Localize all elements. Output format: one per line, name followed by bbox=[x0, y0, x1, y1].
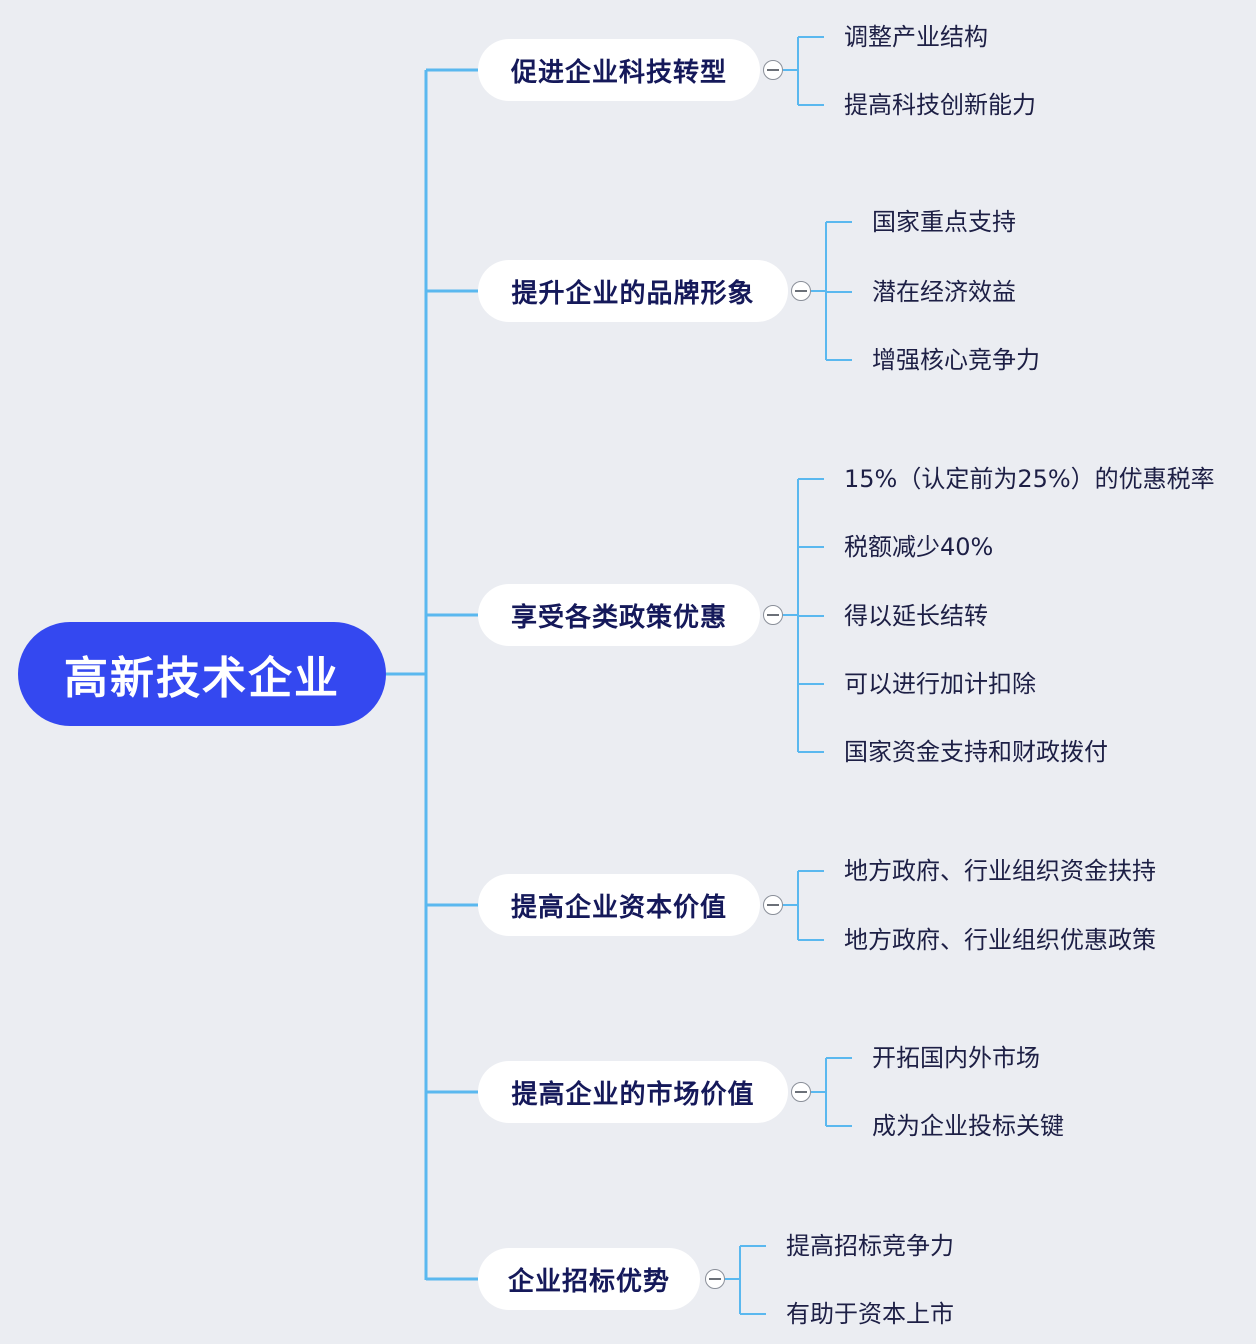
collapse-minus-icon[interactable] bbox=[763, 605, 783, 625]
root-node[interactable]: 高新技术企业 bbox=[18, 622, 386, 726]
branch-node-policy-benefits[interactable]: 享受各类政策优惠 bbox=[478, 584, 760, 646]
trunk-line bbox=[386, 70, 428, 1280]
leaf-node[interactable]: 地方政府、行业组织优惠政策 bbox=[844, 926, 1156, 954]
collapse-minus-icon[interactable] bbox=[705, 1269, 725, 1289]
leaf-node[interactable]: 15%（认定前为25%）的优惠税率 bbox=[844, 465, 1215, 493]
leaf-node[interactable]: 开拓国内外市场 bbox=[872, 1044, 1040, 1072]
leaf-node[interactable]: 成为企业投标关键 bbox=[872, 1112, 1064, 1140]
branch-node-market-value[interactable]: 提高企业的市场价值 bbox=[478, 1061, 788, 1123]
branch-node-capital-value[interactable]: 提高企业资本价值 bbox=[478, 874, 760, 936]
leaf-node[interactable]: 提高招标竞争力 bbox=[786, 1232, 954, 1260]
leaf-node[interactable]: 地方政府、行业组织资金扶持 bbox=[844, 857, 1156, 885]
leaf-node[interactable]: 可以进行加计扣除 bbox=[844, 670, 1036, 698]
leaf-node[interactable]: 增强核心竞争力 bbox=[872, 346, 1040, 374]
branch-node-brand-image[interactable]: 提升企业的品牌形象 bbox=[478, 260, 788, 322]
collapse-minus-icon[interactable] bbox=[763, 895, 783, 915]
leaf-node[interactable]: 潜在经济效益 bbox=[872, 278, 1016, 306]
collapse-minus-icon[interactable] bbox=[763, 60, 783, 80]
leaf-node[interactable]: 得以延长结转 bbox=[844, 602, 988, 630]
leaf-node[interactable]: 国家重点支持 bbox=[872, 208, 1016, 236]
leaf-node[interactable]: 国家资金支持和财政拨付 bbox=[844, 738, 1108, 766]
branch-node-bidding-advantage[interactable]: 企业招标优势 bbox=[478, 1248, 700, 1310]
leaf-node[interactable]: 税额减少40% bbox=[844, 533, 994, 561]
leaf-node[interactable]: 有助于资本上市 bbox=[786, 1300, 954, 1328]
collapse-minus-icon[interactable] bbox=[791, 1082, 811, 1102]
leaf-node[interactable]: 调整产业结构 bbox=[844, 23, 988, 51]
branch-node-tech-transform[interactable]: 促进企业科技转型 bbox=[478, 39, 760, 101]
leaf-node[interactable]: 提高科技创新能力 bbox=[844, 91, 1036, 119]
collapse-minus-icon[interactable] bbox=[791, 281, 811, 301]
